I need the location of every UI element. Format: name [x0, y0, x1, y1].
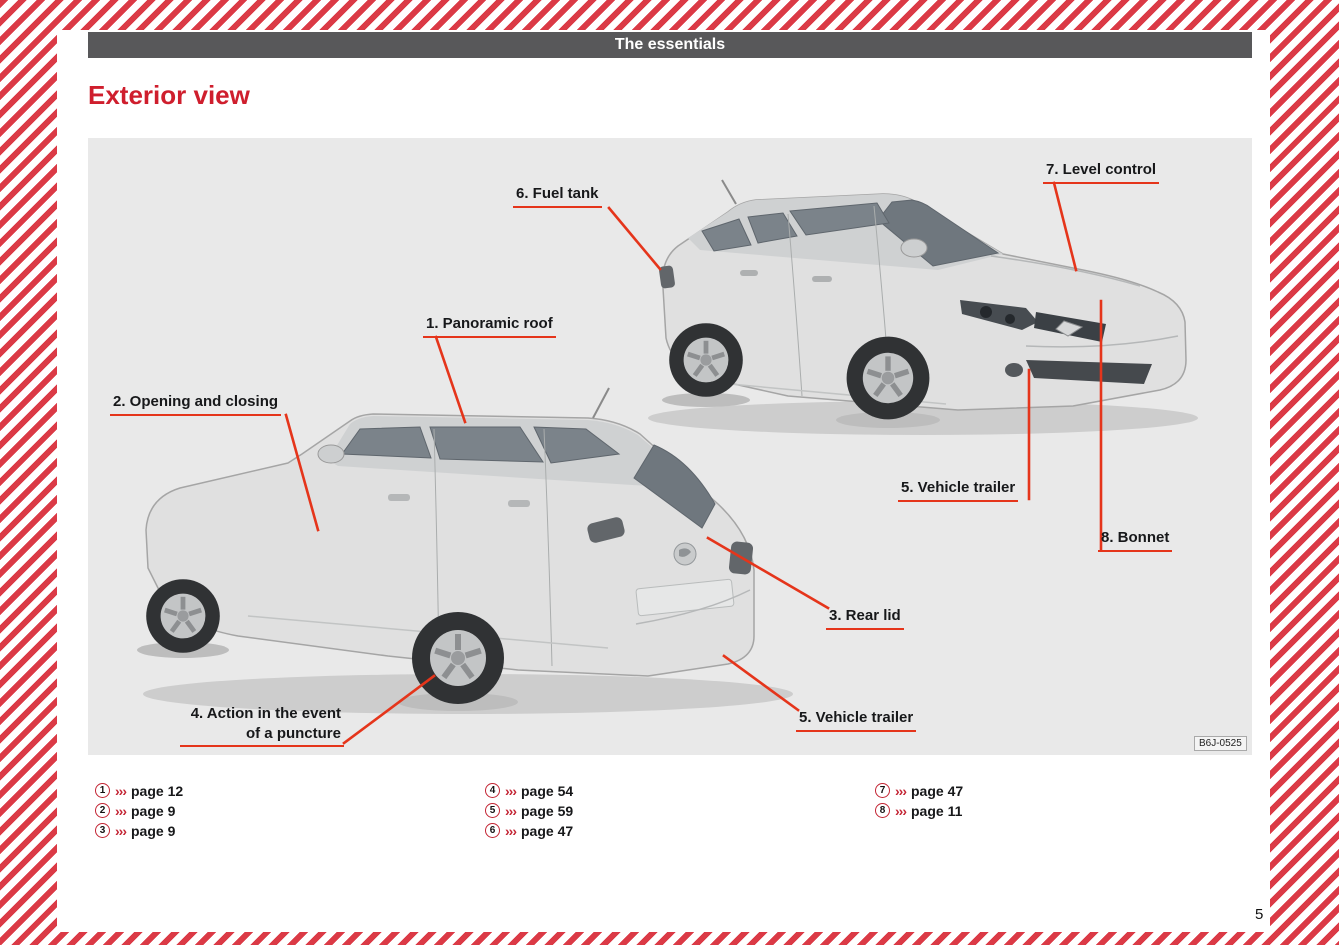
- car-rear-view-illustration: [137, 387, 793, 714]
- callout-opening-and-closing: 2. Opening and closing: [110, 392, 282, 416]
- reference-arrow-icon: ›››: [505, 822, 517, 839]
- chapter-title: The essentials: [614, 36, 726, 53]
- car-front-view-illustration: [648, 179, 1198, 435]
- callout-level-control: 7. Level control: [1043, 160, 1160, 184]
- reference-arrow-icon: ›››: [895, 802, 907, 819]
- callout-vehicle-trailer-rear: 5. Vehicle trailer: [796, 708, 917, 732]
- callout-bonnet: 8. Bonnet: [1098, 528, 1173, 552]
- reference-number-badge: 5: [485, 803, 500, 818]
- car-illustrations: [137, 179, 1198, 745]
- reference-item[interactable]: 2 ››› page 9: [95, 802, 183, 819]
- reference-column-2: 4 ››› page 54 5 ››› page 59 6 ››› page 4…: [485, 782, 573, 839]
- callout-puncture: 4. Action in the event of a puncture: [180, 704, 344, 747]
- reference-page-link: page 11: [911, 802, 963, 819]
- reference-page-link: page 9: [131, 802, 176, 819]
- reference-page-link: page 12: [131, 782, 184, 799]
- reference-page-link: page 47: [521, 822, 574, 839]
- reference-number-badge: 2: [95, 803, 110, 818]
- page-title: Exterior view: [88, 80, 250, 110]
- reference-arrow-icon: ›››: [115, 802, 127, 819]
- reference-item[interactable]: 5 ››› page 59: [485, 802, 573, 819]
- chapter-header: The essentials: [88, 32, 1252, 58]
- reference-page-link: page 9: [131, 822, 176, 839]
- reference-number-badge: 3: [95, 823, 110, 838]
- page-number: 5: [1255, 906, 1264, 923]
- reference-number-badge: 4: [485, 783, 500, 798]
- reference-arrow-icon: ›››: [895, 782, 907, 799]
- reference-page-link: page 47: [911, 782, 964, 799]
- callout-rear-lid: 3. Rear lid: [826, 606, 904, 630]
- reference-item[interactable]: 7 ››› page 47: [875, 782, 963, 799]
- reference-page-link: page 59: [521, 802, 574, 819]
- reference-number-badge: 7: [875, 783, 890, 798]
- reference-column-1: 1 ››› page 12 2 ››› page 9 3 ››› page 9: [95, 782, 183, 839]
- exterior-view-diagram: 6. Fuel tank 7. Level control 1. Panoram…: [88, 138, 1252, 755]
- reference-arrow-icon: ›››: [115, 782, 127, 799]
- manual-page: The essentials Exterior view: [57, 30, 1270, 932]
- callout-vehicle-trailer-front: 5. Vehicle trailer: [898, 478, 1019, 502]
- reference-number-badge: 1: [95, 783, 110, 798]
- reference-item[interactable]: 3 ››› page 9: [95, 822, 183, 839]
- reference-number-badge: 6: [485, 823, 500, 838]
- reference-arrow-icon: ›››: [115, 822, 127, 839]
- figure-code-label: B6J-0525: [1194, 736, 1247, 751]
- reference-column-3: 7 ››› page 47 8 ››› page 11: [875, 782, 963, 819]
- reference-number-badge: 8: [875, 803, 890, 818]
- reference-item[interactable]: 6 ››› page 47: [485, 822, 573, 839]
- reference-item[interactable]: 4 ››› page 54: [485, 782, 573, 799]
- reference-page-link: page 54: [521, 782, 574, 799]
- reference-item[interactable]: 1 ››› page 12: [95, 782, 183, 799]
- reference-arrow-icon: ›››: [505, 782, 517, 799]
- callout-fuel-tank: 6. Fuel tank: [513, 184, 602, 208]
- callout-leader-lines: [284, 181, 1103, 745]
- reference-arrow-icon: ›››: [505, 802, 517, 819]
- callout-panoramic-roof: 1. Panoramic roof: [423, 314, 556, 338]
- reference-item[interactable]: 8 ››› page 11: [875, 802, 963, 819]
